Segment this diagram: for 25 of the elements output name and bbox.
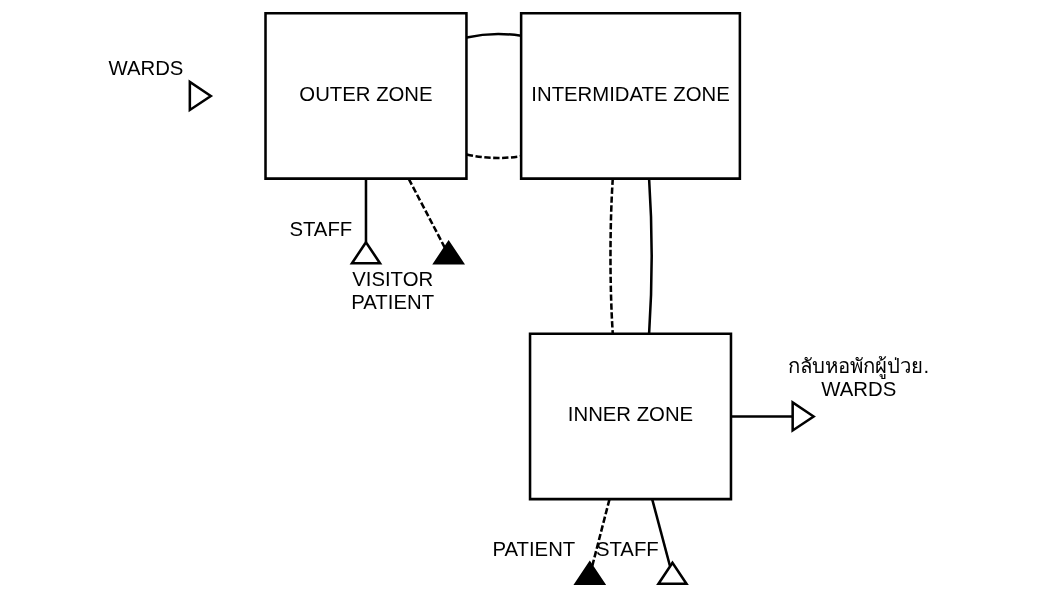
connector bbox=[647, 178, 653, 334]
node-box: INTERMIDATE ZONE bbox=[519, 12, 741, 180]
node-triangle bbox=[572, 560, 606, 585]
node-label: กลับหอพักผู้ป่วย. bbox=[787, 354, 929, 377]
connector bbox=[364, 178, 367, 243]
node-label: WARDS bbox=[108, 57, 183, 80]
connector bbox=[590, 499, 611, 567]
connector bbox=[608, 178, 614, 334]
node-label: VISITOR bbox=[351, 268, 433, 291]
node-label: STAFF bbox=[595, 538, 659, 561]
node-triangle bbox=[431, 239, 465, 265]
connector bbox=[465, 32, 521, 39]
connector bbox=[407, 178, 446, 249]
node-triangle bbox=[790, 400, 816, 433]
node-box: OUTER ZONE bbox=[263, 12, 468, 180]
connector bbox=[730, 415, 792, 418]
node-triangle bbox=[188, 79, 213, 113]
connector bbox=[465, 153, 521, 160]
node-box: INNER ZONE bbox=[528, 332, 732, 501]
node-triangle bbox=[655, 560, 689, 585]
node-label: PATIENT bbox=[350, 291, 434, 314]
node-label: STAFF bbox=[288, 217, 352, 240]
node-label: PATIENT bbox=[491, 538, 575, 561]
connector bbox=[650, 499, 671, 567]
node-triangle bbox=[349, 239, 382, 265]
